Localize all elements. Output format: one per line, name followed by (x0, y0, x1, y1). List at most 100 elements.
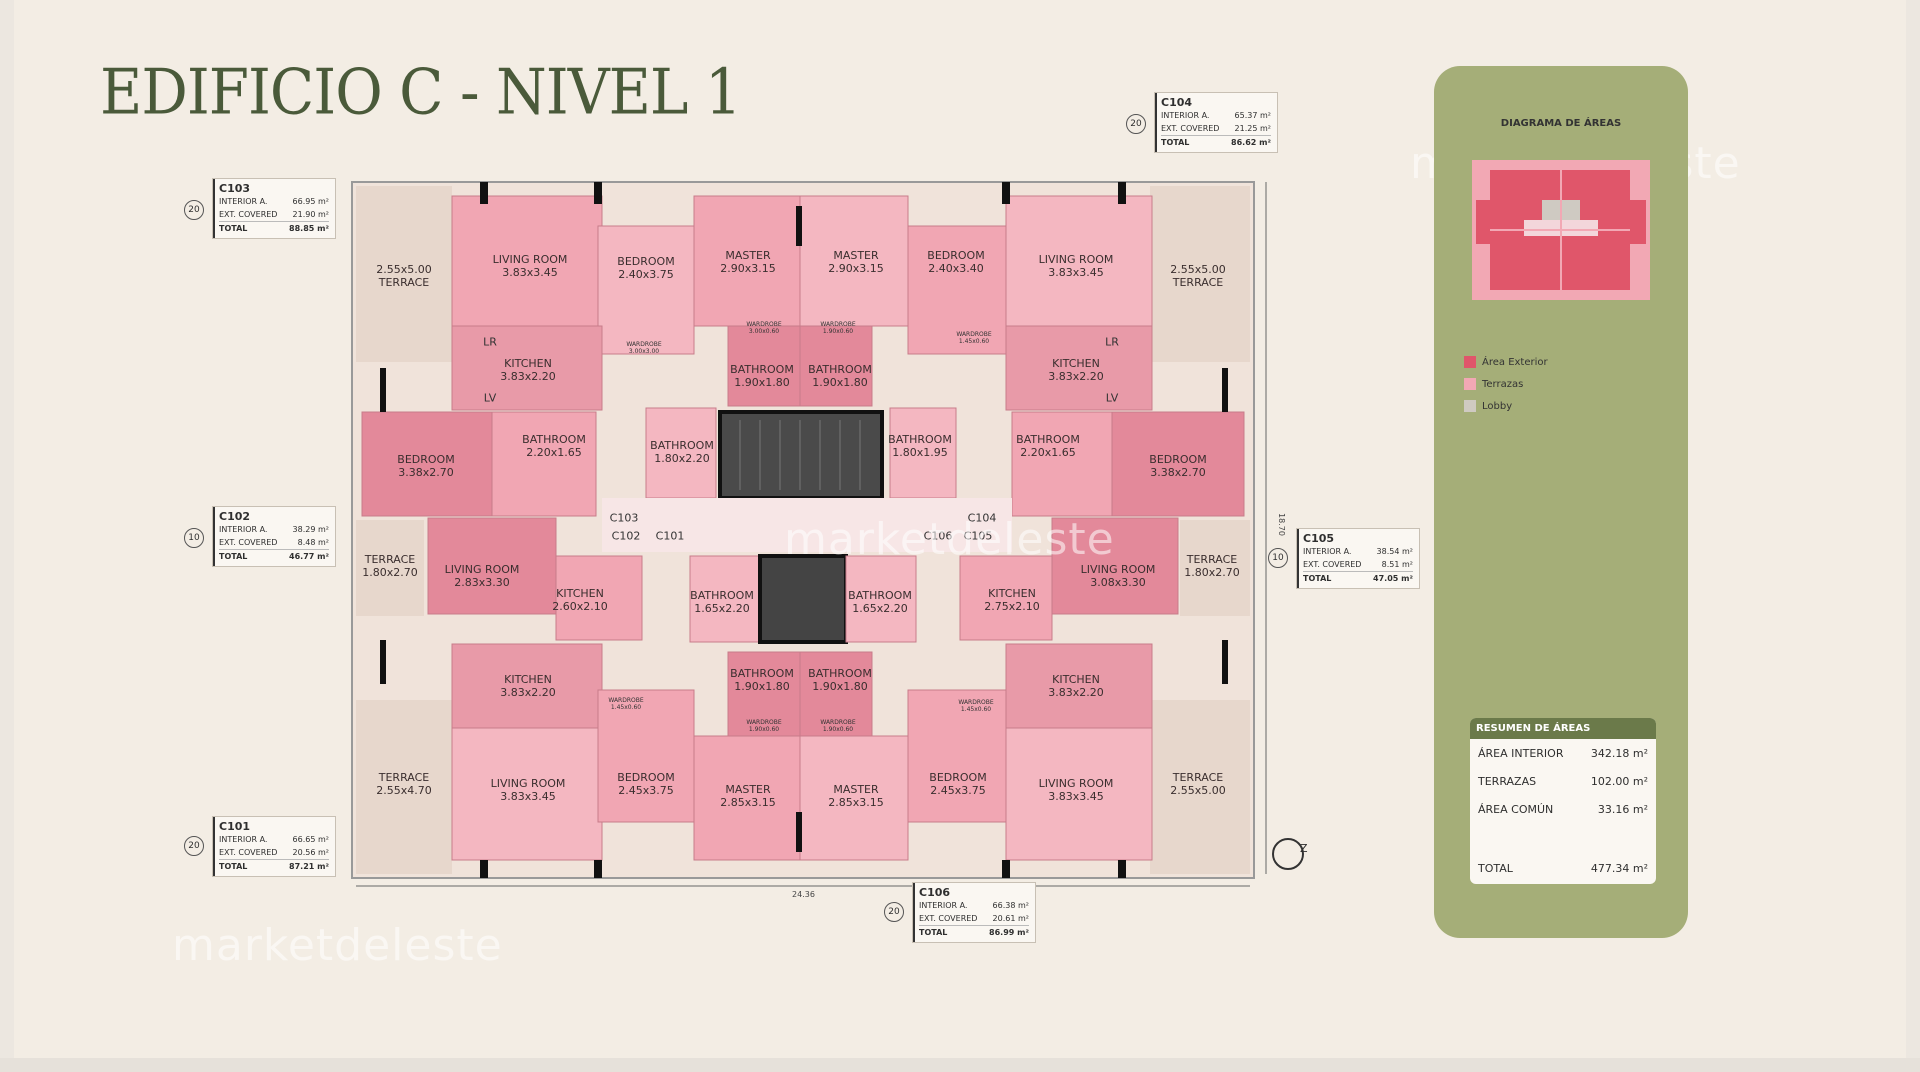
unit-c105-bath (1011, 411, 1113, 517)
fixture-lr: LR (1105, 335, 1119, 349)
unit-badge-c101: 20 (184, 836, 204, 856)
legend-label: Terrazas (1482, 378, 1524, 390)
unit-c103-bedroom (597, 225, 695, 355)
total-value: 87.21 (289, 862, 315, 871)
room-name: BEDROOM (929, 771, 987, 784)
room-dimensions: 1.80x2.70 (1184, 566, 1240, 579)
room-name: BATHROOM (690, 589, 754, 602)
room-name: BEDROOM (397, 453, 455, 466)
unit-symbol: m² (1259, 138, 1271, 147)
diagram-title: DIAGRAMA DE ÁREAS (1500, 118, 1622, 129)
summary-label: ÁREA INTERIOR (1478, 746, 1564, 760)
area-diagram (1472, 160, 1650, 300)
room-name: TERRACE (364, 553, 416, 566)
unit-badge-c103: 20 (184, 200, 204, 220)
room-dimensions: 1.65x2.20 (694, 602, 750, 615)
bath-low-2 (845, 555, 917, 643)
stair-core (718, 410, 884, 500)
unit-badge-c104: 20 (1126, 114, 1146, 134)
interior-value: 38.54 (1376, 547, 1400, 556)
unit-symbol: m² (1401, 574, 1413, 583)
room-dimensions: 2.90x3.15 (720, 262, 776, 275)
unit-c105-living (1051, 517, 1179, 615)
room-dimensions: 3.83x2.20 (1048, 370, 1104, 383)
room-name: MASTER (725, 249, 771, 262)
interior-label: INTERIOR A. (1161, 111, 1210, 120)
unit-master-nw (693, 195, 801, 327)
legend-swatch (1464, 356, 1476, 368)
door-label-c101: C101 (655, 529, 685, 543)
unit-symbol: m² (1018, 914, 1029, 923)
unit-id: C106 (919, 886, 951, 899)
unit-c102-bath (491, 411, 597, 517)
bath-top-2 (799, 325, 873, 407)
ext-label: EXT. COVERED (1303, 560, 1362, 569)
bath-bottom-2 (799, 651, 873, 737)
room-name: LIVING ROOM (490, 777, 566, 790)
legend-label: Lobby (1482, 400, 1513, 412)
room-name: BEDROOM (1149, 453, 1207, 466)
legend-item: Terrazas (1464, 378, 1548, 390)
room-dimensions: 2.55x5.00 (1170, 784, 1226, 797)
room-name: TERRACE (1186, 553, 1238, 566)
unit-c104b-kitchen (1005, 643, 1153, 729)
unit-symbol: m² (1402, 560, 1413, 569)
ext-value: 21.90 (292, 210, 316, 219)
width-dimension: 24.36 (792, 890, 815, 899)
summary-value: 33.16 (1597, 802, 1630, 816)
room-dimensions: TERRACE (378, 276, 430, 289)
unit-symbol: m² (317, 862, 329, 871)
door-label-c104: C104 (967, 511, 997, 525)
room-dimensions: 1.80x2.20 (654, 452, 710, 465)
bath-mid-e (889, 407, 957, 499)
page-title: EDIFICIO C - NIVEL 1 (100, 55, 742, 129)
room-dimensions: 1.65x2.20 (852, 602, 908, 615)
room-name: KITCHEN (504, 357, 552, 370)
room-dimensions: 2.20x1.65 (1020, 446, 1076, 459)
room-name: BATHROOM (848, 589, 912, 602)
ext-label: EXT. COVERED (219, 210, 278, 219)
room-dimensions: 2.85x3.15 (720, 796, 776, 809)
room-dimensions: 2.40x3.40 (928, 262, 984, 275)
unit-symbol: m² (1632, 861, 1648, 875)
room-dimensions: 1.90x1.80 (812, 376, 868, 389)
room-name: MASTER (725, 783, 771, 796)
unit-symbol: m² (1017, 928, 1029, 937)
ext-value: 8.51 (1381, 560, 1400, 569)
room-dimensions: 2.90x3.15 (828, 262, 884, 275)
room-name: BEDROOM (617, 255, 675, 268)
total-label: TOTAL (219, 224, 248, 233)
unit-symbol: m² (1260, 124, 1271, 133)
room-name: LIVING ROOM (1038, 777, 1114, 790)
unit-id: C105 (1303, 532, 1335, 545)
room-dimensions: 1.80x2.70 (362, 566, 418, 579)
room-dimensions: 2.60x2.10 (552, 600, 608, 613)
room-dimensions: 2.40x3.75 (618, 268, 674, 281)
total-label: TOTAL (1161, 138, 1190, 147)
summary-label: TERRAZAS (1478, 774, 1537, 788)
unit-c103-living (451, 195, 603, 327)
interior-label: INTERIOR A. (1303, 547, 1352, 556)
room-dimensions: 1.90x1.80 (734, 376, 790, 389)
